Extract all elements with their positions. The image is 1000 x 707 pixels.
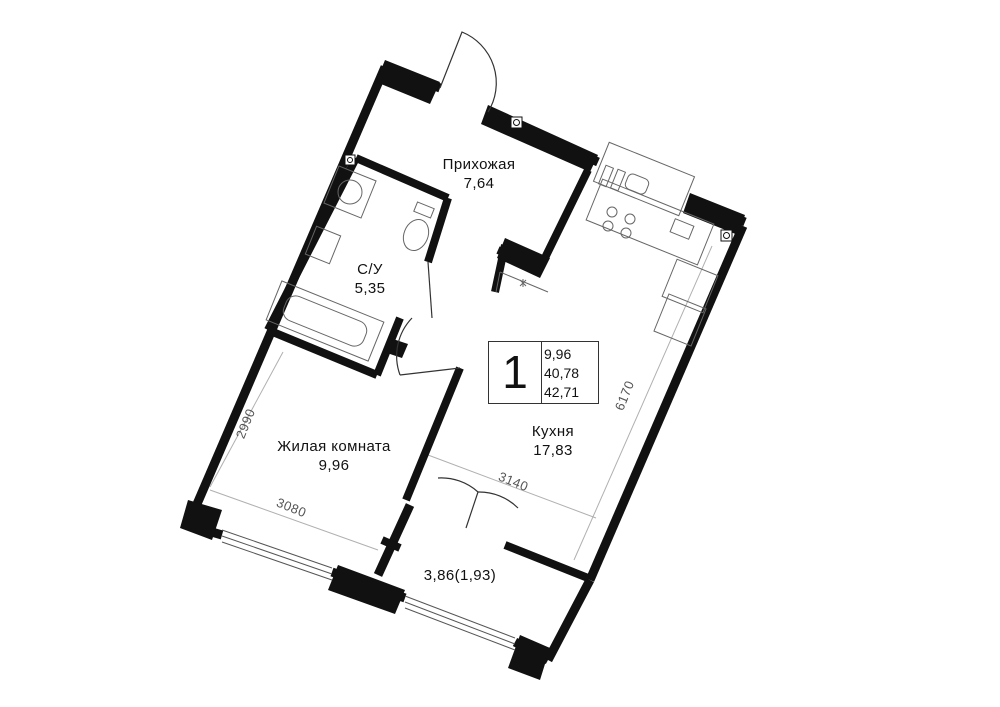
- columns: [180, 60, 745, 680]
- room-label-hallway: Прихожая 7,64: [443, 155, 516, 193]
- interior-walls: [264, 154, 592, 582]
- kitchen-area: 17,83: [533, 442, 573, 459]
- riser-marks: [344, 116, 733, 242]
- living-area-value: 9,96: [544, 346, 572, 362]
- kitchen-name: Кухня: [531, 423, 575, 440]
- room-label-balcony: 3,86(1,93): [424, 566, 496, 585]
- total-area-value: 40,78: [544, 365, 580, 381]
- room-label-living-room: Жилая комната 9,96: [277, 437, 391, 475]
- hallway-area: 7,64: [463, 175, 495, 192]
- dimension-lines: [209, 245, 713, 561]
- room-label-bathroom: С/У 5,35: [355, 260, 386, 298]
- room-count: 1: [489, 342, 542, 403]
- bathroom-fixtures: [265, 165, 435, 362]
- hallway-name: Прихожая: [442, 156, 516, 173]
- windows: [221, 529, 516, 651]
- bathroom-name: С/У: [357, 261, 383, 278]
- total-with-balcony-value: 42,71: [544, 384, 580, 400]
- room-label-kitchen: Кухня 17,83: [532, 422, 574, 460]
- doors: [396, 31, 519, 529]
- living-room-area: 9,96: [318, 457, 350, 474]
- living-room-name: Жилая комната: [277, 438, 391, 455]
- kitchen-fixtures: [495, 141, 719, 347]
- area-values: 9,96 40,78 42,71: [544, 345, 579, 402]
- balcony-area: 3,86(1,93): [423, 567, 497, 584]
- bathroom-area: 5,35: [354, 280, 386, 297]
- apartment-summary: 1 9,96 40,78 42,71: [488, 341, 599, 404]
